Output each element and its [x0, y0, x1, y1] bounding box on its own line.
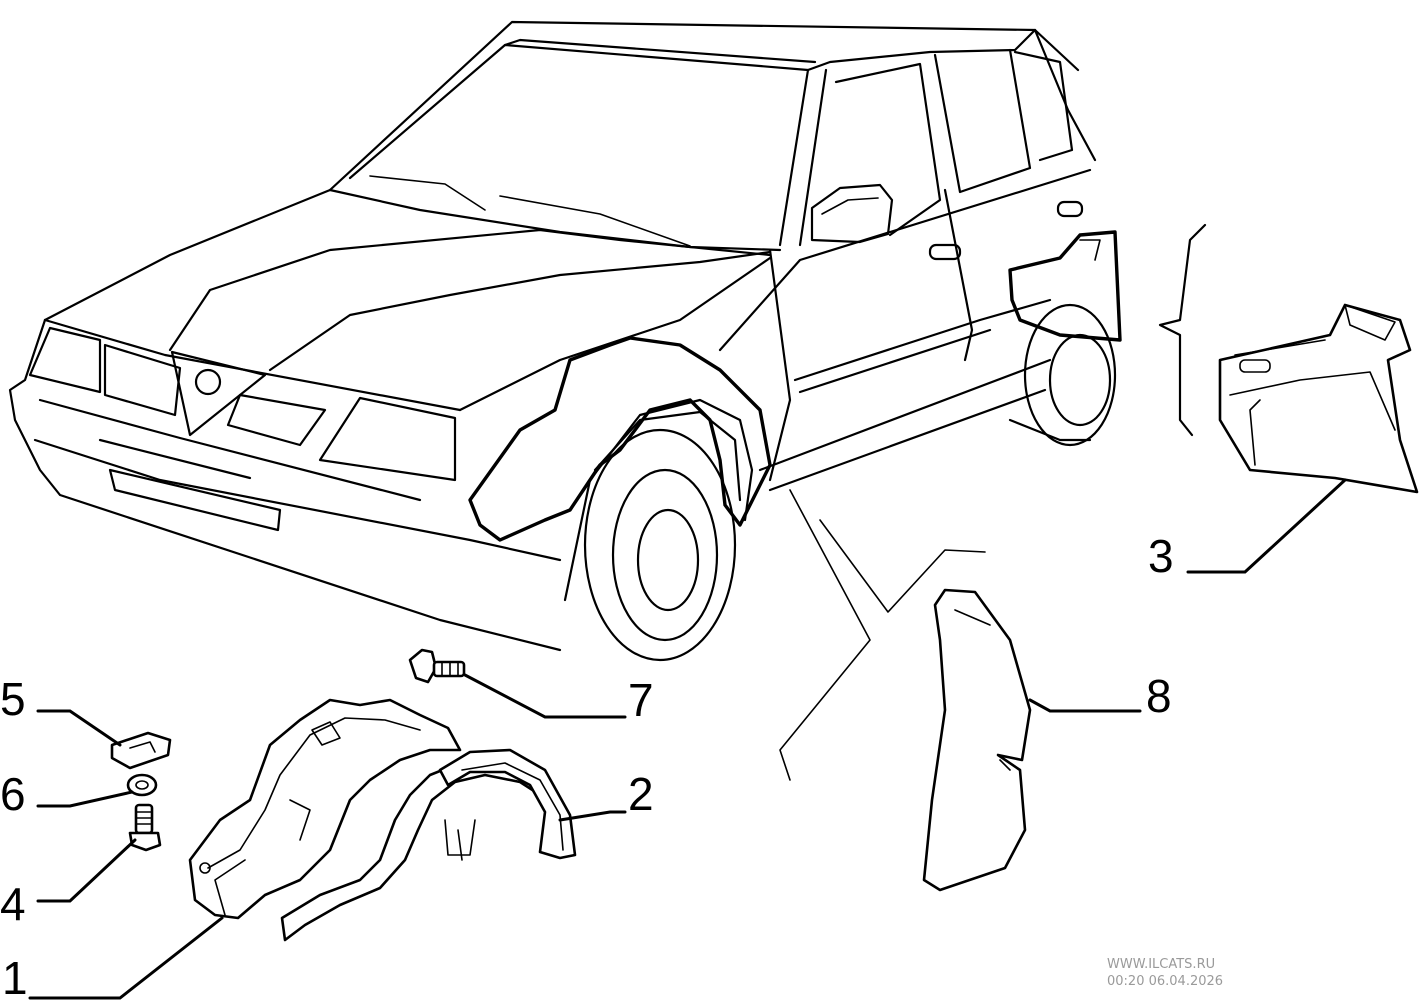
callout-1: 1: [2, 952, 28, 1000]
part-2-arch-moulding: [438, 748, 577, 860]
part-7-screw: [408, 648, 466, 684]
leader-8: [1028, 698, 1142, 713]
leader-3: [1186, 478, 1347, 574]
callout-7: 7: [628, 674, 654, 726]
part-4-bolt: [128, 803, 162, 852]
part-5-clip: [110, 731, 172, 770]
part-3-rear-arch-liner: [1218, 303, 1419, 494]
leader-lines: [28, 478, 1347, 1000]
group-bracket: [1158, 223, 1207, 437]
callout-numbers: 1 2 3 4 5 6 7 8: [0, 530, 1174, 1000]
part-1-front-arch-liner: [188, 698, 557, 942]
watermark-site: WWW.ILCATS.RU: [1107, 957, 1215, 972]
sill-pointer: [779, 489, 986, 781]
callout-5: 5: [0, 673, 26, 725]
watermark-timestamp: 00:20 06.04.2026: [1107, 974, 1223, 989]
car-illustration: [8, 20, 1122, 662]
leader-1: [28, 916, 224, 1000]
callout-6: 6: [0, 768, 26, 820]
leader-6: [36, 790, 134, 808]
part-6-washer: [126, 773, 158, 797]
watermark: WWW.ILCATS.RU 00:20 06.04.2026: [1107, 957, 1223, 989]
leader-2: [558, 810, 627, 822]
callout-3: 3: [1148, 530, 1174, 582]
callout-4: 4: [0, 878, 26, 930]
leader-4: [36, 838, 137, 903]
callout-2: 2: [628, 768, 654, 820]
part-8-sill-panel: [922, 588, 1032, 892]
leader-7: [463, 673, 627, 719]
leader-5: [36, 709, 122, 747]
callout-8: 8: [1146, 670, 1172, 722]
